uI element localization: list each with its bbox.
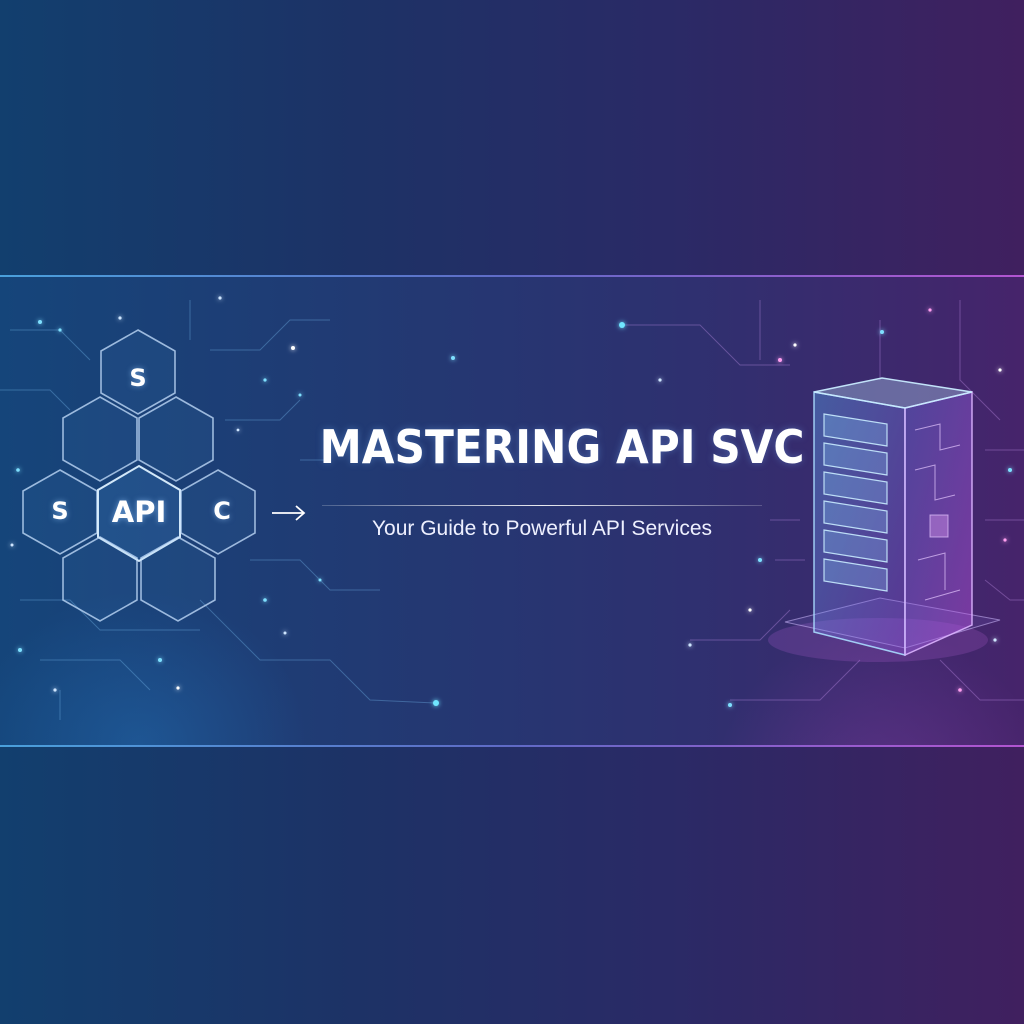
- left-circuit-traces: [0, 300, 436, 720]
- hex-label-top: S: [129, 364, 147, 392]
- hex-upper-right: [138, 396, 214, 482]
- hex-top: [100, 329, 176, 415]
- bottom-divider-line: [0, 745, 1024, 747]
- hex-label-center: API: [111, 495, 167, 529]
- page-title: MASTERING API SVC: [319, 420, 805, 474]
- server-tower-icon: [768, 377, 1001, 662]
- title-underline: [322, 505, 762, 506]
- hex-right: [180, 469, 256, 555]
- hex-center: [97, 464, 181, 563]
- hex-label-left: S: [51, 497, 69, 525]
- top-divider-line: [0, 275, 1024, 277]
- right-circuit-traces: [620, 300, 1024, 701]
- glow-dots: [10, 296, 1012, 707]
- arrow-right-icon: [272, 505, 306, 521]
- page-subtitle: Your Guide to Powerful API Services: [371, 517, 713, 540]
- hex-lower-right: [140, 536, 216, 622]
- hex-lower-left: [62, 536, 138, 622]
- hex-cluster: [22, 329, 256, 622]
- hex-upper-left: [62, 396, 138, 482]
- hex-label-right: C: [213, 497, 231, 525]
